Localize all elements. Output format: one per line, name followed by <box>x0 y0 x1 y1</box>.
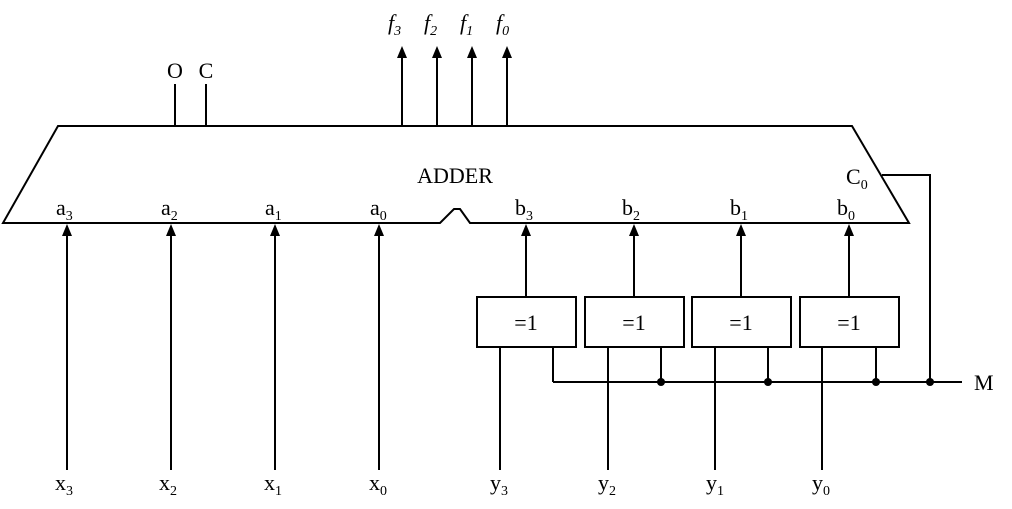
junction-dot <box>872 378 880 386</box>
label-y3: y3 <box>490 470 508 499</box>
mode-bus <box>552 347 962 386</box>
output-f3: f3 <box>388 10 407 126</box>
port-b2: b2 <box>622 195 640 224</box>
port-b1: b1 <box>730 195 748 224</box>
mode-label: M <box>974 370 994 395</box>
xor-gate-0: =1 <box>799 296 900 348</box>
x2-wire <box>166 224 176 470</box>
label-x2: x2 <box>159 470 177 499</box>
label-y2: y2 <box>598 470 616 499</box>
port-a2: a2 <box>161 195 178 224</box>
label-x0: x0 <box>369 470 387 499</box>
x1-wire <box>270 224 280 470</box>
b3-wire <box>521 224 531 297</box>
output-f1: f1 <box>460 10 477 126</box>
svg-text:f0: f0 <box>496 10 509 39</box>
junction-dot <box>657 378 665 386</box>
svg-text:f2: f2 <box>424 10 437 39</box>
label-y0: y0 <box>812 470 830 499</box>
b1-wire <box>736 224 746 297</box>
b2-wire <box>629 224 639 297</box>
svg-text:=1: =1 <box>837 310 860 335</box>
port-a1: a1 <box>265 195 282 224</box>
xor-gate-3: =1 <box>476 296 577 348</box>
label-x3: x3 <box>55 470 73 499</box>
adder-block <box>1 125 911 224</box>
svg-text:=1: =1 <box>622 310 645 335</box>
label-y1: y1 <box>706 470 724 499</box>
xor-gate-1: =1 <box>691 296 792 348</box>
port-c0: C0 <box>846 164 868 193</box>
x3-wire <box>62 224 72 470</box>
junction-dot <box>764 378 772 386</box>
svg-text:=1: =1 <box>729 310 752 335</box>
port-b0: b0 <box>837 195 855 224</box>
svg-text:=1: =1 <box>514 310 537 335</box>
svg-text:f1: f1 <box>460 10 473 39</box>
port-a3: a3 <box>56 195 73 224</box>
junction-dot <box>926 378 934 386</box>
label-x1: x1 <box>264 470 282 499</box>
carry-label: C <box>199 58 214 83</box>
port-b3: b3 <box>515 195 533 224</box>
b0-wire <box>844 224 854 297</box>
x0-wire <box>374 224 384 470</box>
xor-gate-2: =1 <box>584 296 685 348</box>
port-a0: a0 <box>370 195 387 224</box>
overflow-label: O <box>167 58 183 83</box>
svg-text:f3: f3 <box>388 10 401 39</box>
carry-in-wire <box>882 174 931 382</box>
output-f0: f0 <box>496 10 512 126</box>
output-f2: f2 <box>424 10 442 126</box>
adder-title: ADDER <box>417 163 493 188</box>
